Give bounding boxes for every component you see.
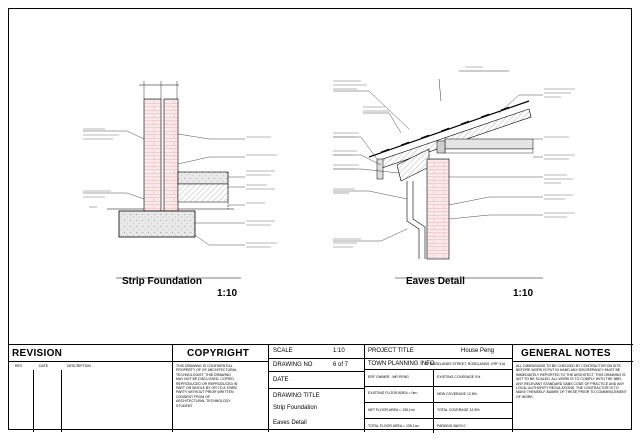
- planning-row: TOTAL FLOOR AREA = 135.1m² PARKING BAYS …: [365, 418, 512, 433]
- planning-row: NET FLOOR AREA = 135.1m² TOTAL COVERAGE …: [365, 402, 512, 418]
- copyright-header: COPYRIGHT: [187, 348, 250, 359]
- copyright-text: THIS DRAWING IS CONFIDENTIAL PROPERTY OF…: [176, 364, 238, 408]
- drawing-sheet: Strip Foundation 1:10: [8, 8, 633, 433]
- eaves-detail-title: Eaves Detail: [406, 276, 465, 287]
- revision-col-description: DESCRIPTION: [67, 364, 91, 368]
- project-title-value: House Peng: [461, 348, 495, 354]
- site-address: 32 ROSELANDS STREET, ROSELANDS, ERF 416: [425, 362, 506, 366]
- drawing-area: Strip Foundation 1:10: [83, 66, 575, 299]
- scale-value: 1:10: [333, 348, 345, 354]
- general-notes-panel: GENERAL NOTES ALL DIMENSIONS TO BE CHECK…: [513, 345, 633, 432]
- drawing-info-panel: SCALE 1:10 DRAWING NO 6 of 7 DATE DRAWIN…: [269, 345, 365, 432]
- drawing-title-1: Strip Foundation: [273, 405, 318, 411]
- drawing-no-label: DRAWING NO: [273, 362, 313, 368]
- date-label: DATE: [273, 377, 289, 383]
- town-planning-label: TOWN PLANNING INFO: [368, 361, 435, 367]
- scale-label: SCALE: [273, 348, 293, 354]
- planning-table: ERF OWNER - MR PENG EXISTING COVERAGE 0%…: [365, 369, 512, 433]
- general-notes-text: ALL DIMENSIONS TO BE CHECKED BY CONTRACT…: [516, 364, 627, 399]
- drawing-no-value: 6 of 7: [333, 362, 349, 368]
- project-title-label: PROJECT TITLE: [368, 348, 414, 354]
- strip-foundation-title: Strip Foundation: [122, 276, 202, 287]
- drawing-title-2: Eaves Detail: [273, 420, 307, 426]
- drawing-title-label: DRAWING TITLE: [273, 393, 320, 399]
- revision-col-date: DATE: [39, 364, 49, 368]
- eaves-detail-scale: 1:10: [513, 288, 533, 299]
- copyright-panel: COPYRIGHT THIS DRAWING IS CONFIDENTIAL P…: [173, 345, 269, 432]
- planning-row: EXISTING FLOOR AREA = 0m² NEW COVERAGE 1…: [365, 386, 512, 402]
- eaves-detail-drawing: Eaves Detail 1:10: [333, 66, 575, 299]
- revision-header: REVISION: [12, 348, 63, 359]
- general-notes-header: GENERAL NOTES: [521, 348, 611, 359]
- title-block: REVISION REV DATE DESCRIPTION COPYRIGHT …: [9, 344, 633, 433]
- strip-foundation-drawing: Strip Foundation 1:10: [83, 81, 277, 299]
- revision-panel: REVISION REV DATE DESCRIPTION: [9, 345, 173, 432]
- project-panel: PROJECT TITLE House Peng TOWN PLANNING I…: [365, 345, 513, 433]
- strip-foundation-scale: 1:10: [217, 288, 237, 299]
- planning-row: ERF OWNER - MR PENG EXISTING COVERAGE 0%: [368, 375, 481, 379]
- revision-col-rev: REV: [15, 364, 23, 368]
